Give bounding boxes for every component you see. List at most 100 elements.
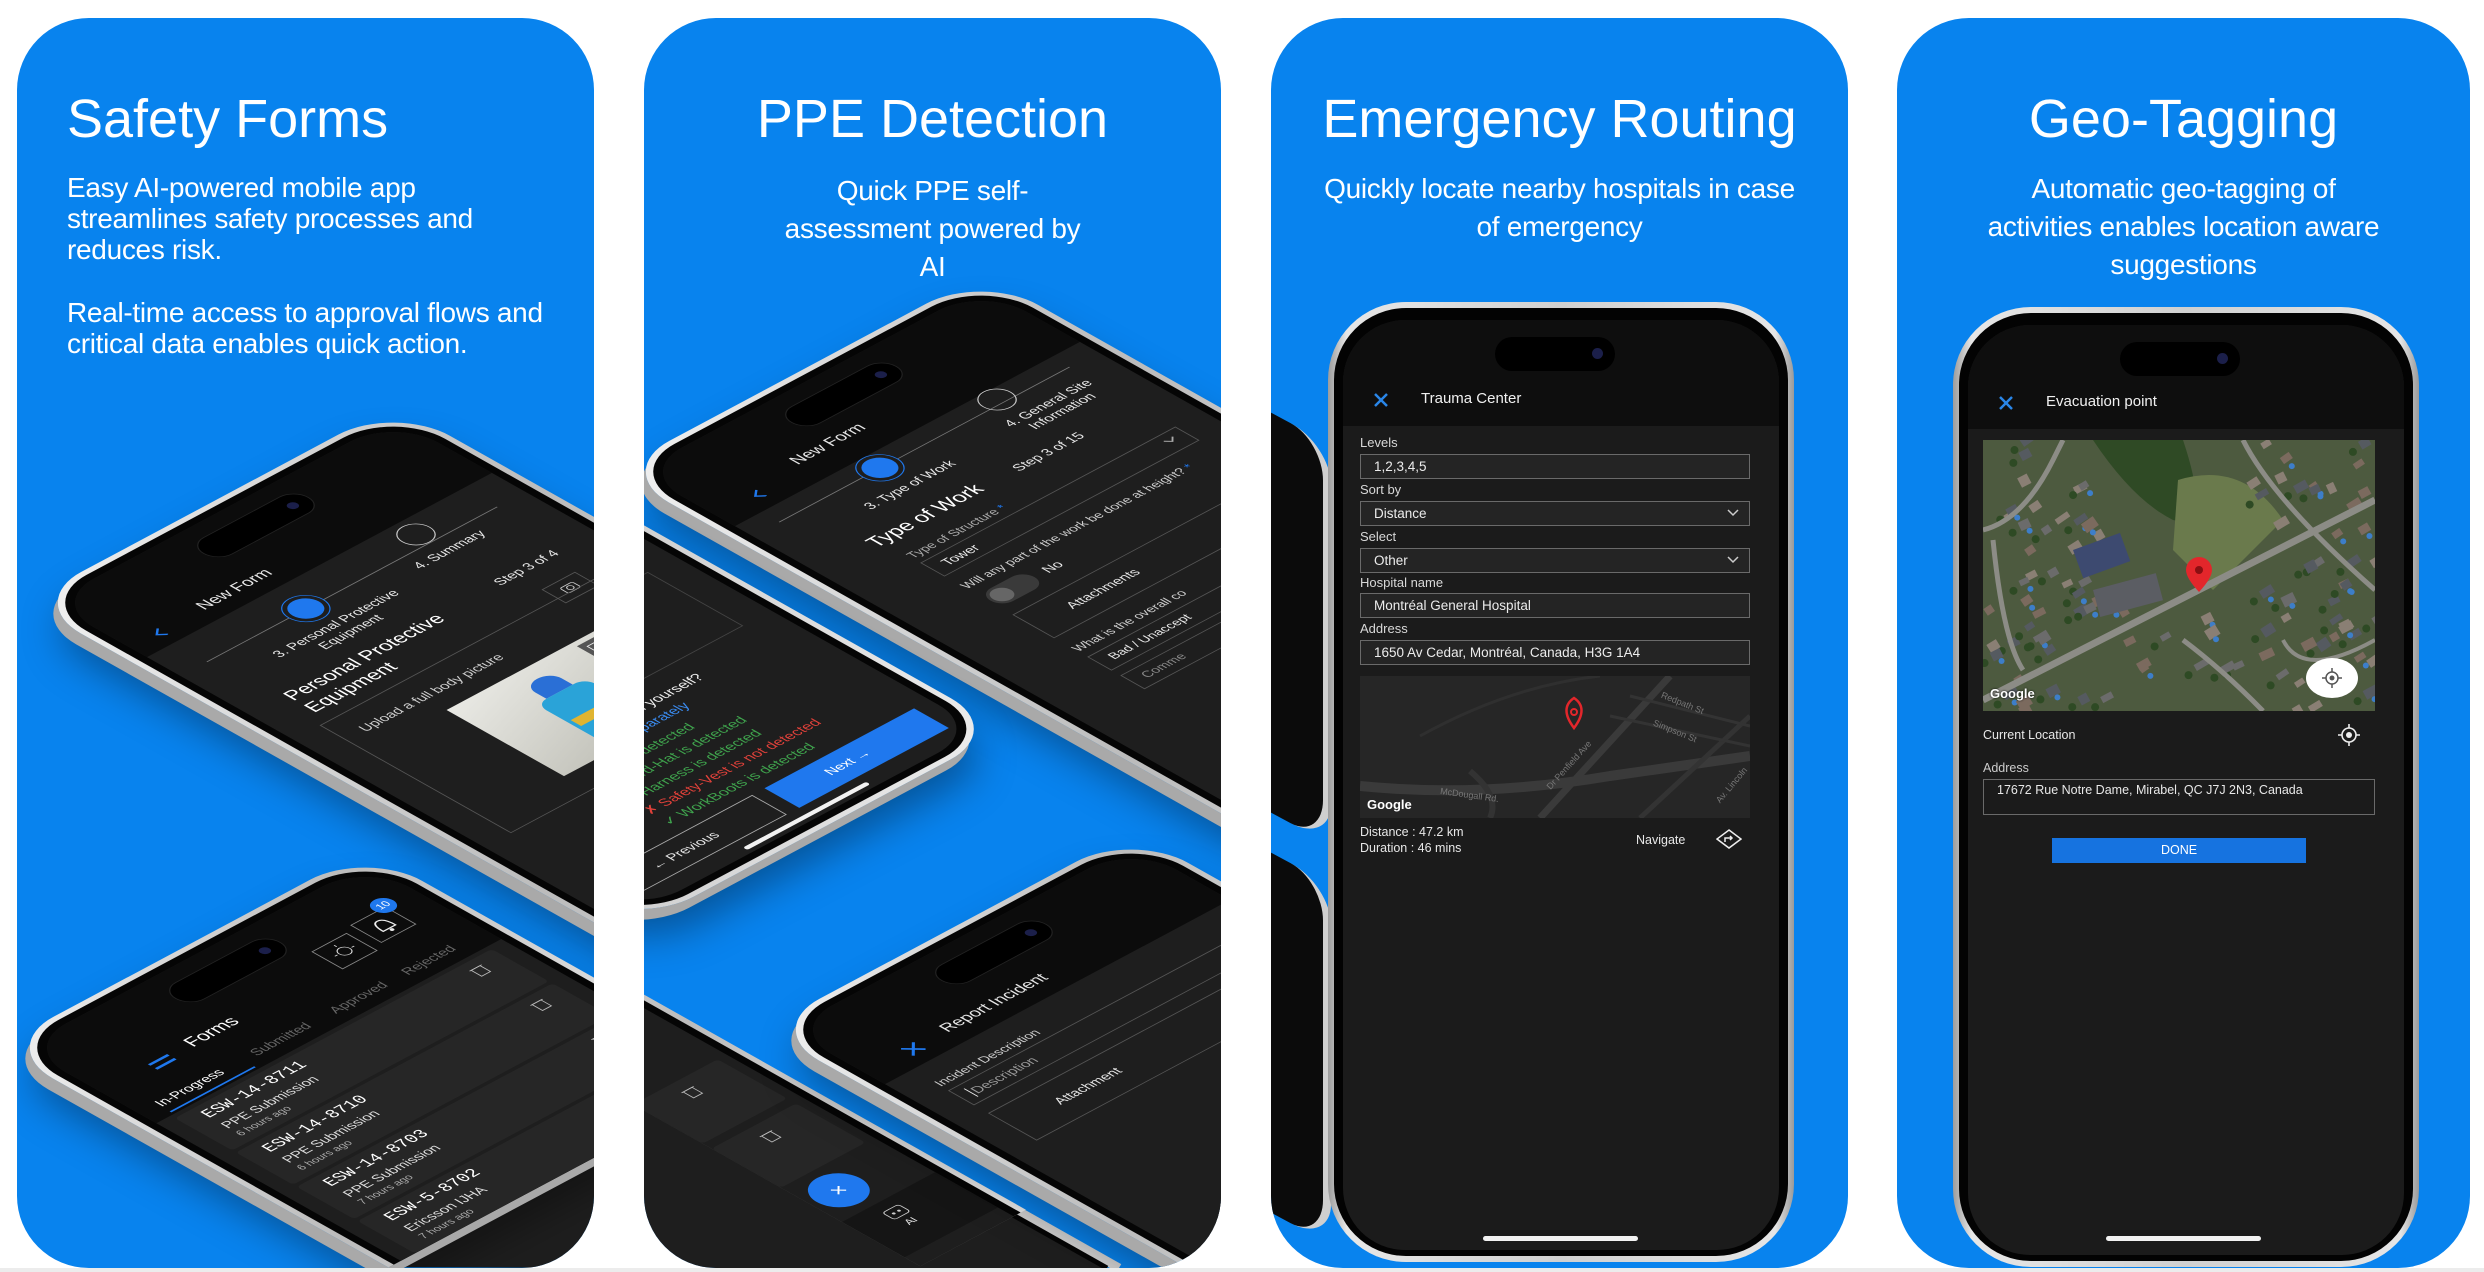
current-location-icon[interactable] xyxy=(2338,724,2360,746)
house-roof xyxy=(2338,619,2355,635)
house-roof xyxy=(2258,647,2276,662)
back-chevron-icon[interactable] xyxy=(147,626,172,639)
tree xyxy=(2091,703,2100,711)
back-chevron-icon[interactable] xyxy=(746,487,771,500)
close-icon[interactable] xyxy=(1373,392,1389,408)
house-roof xyxy=(2329,613,2344,626)
chevron-down-icon xyxy=(1727,509,1739,517)
pool xyxy=(2014,514,2021,521)
google-logo: Google xyxy=(1367,797,1412,812)
phone-type-of-work-form: New Form 3. Type of Work 4. General Site… xyxy=(644,273,1221,913)
house-roof xyxy=(2035,629,2052,646)
camera-button[interactable] xyxy=(541,571,594,604)
panel-subtitle: Automatic geo-tagging of activities enab… xyxy=(1987,173,2380,280)
house-roof xyxy=(2024,544,2037,557)
recenter-map-button[interactable] xyxy=(2306,658,2358,698)
structure-select[interactable]: Tower xyxy=(920,426,1200,577)
road xyxy=(1990,539,2026,672)
panel-safety-forms: Safety Forms Easy AI-powered mobile app … xyxy=(17,18,594,1268)
panel-subtitle: Quickly locate nearby hospitals in case … xyxy=(1324,173,1795,242)
pool xyxy=(2347,632,2354,639)
pool xyxy=(2080,598,2087,605)
form-list-item[interactable]: ESW-14-8703 PPE Submission 7 hours ago xyxy=(296,1017,594,1220)
house-roof xyxy=(2260,440,2272,450)
select-field[interactable]: Distance xyxy=(1360,501,1750,526)
pool xyxy=(2371,696,2375,703)
address-input[interactable]: 17672 Rue Notre Dame, Mirabel, QC J7J 2N… xyxy=(1983,779,2375,815)
tree xyxy=(2026,642,2035,651)
field-label: Select xyxy=(1360,529,1397,544)
house-roof xyxy=(2292,479,2310,494)
field-label: Levels xyxy=(1360,435,1398,450)
house-roof xyxy=(2246,476,2262,490)
house-roof xyxy=(2077,692,2091,706)
delete-photo-icon[interactable] xyxy=(576,635,594,658)
satellite-map[interactable]: Google xyxy=(1983,440,2375,711)
close-icon[interactable] xyxy=(1998,395,2014,411)
tree xyxy=(2009,458,2018,467)
route-map[interactable]: Redpath St Simpson St Dr Penfield Ave Mc… xyxy=(1360,676,1750,818)
pool xyxy=(2288,463,2295,470)
field-label: Address xyxy=(1360,621,1408,636)
map-pin-icon xyxy=(1565,696,1583,731)
tree xyxy=(2249,597,2258,606)
house-roof xyxy=(2018,576,2030,587)
pool xyxy=(2212,636,2219,643)
notifications-button[interactable]: 10 xyxy=(350,894,417,943)
chevron-down-icon xyxy=(1727,556,1739,564)
pool xyxy=(2348,588,2355,595)
map-pin-icon xyxy=(2186,557,2212,592)
navigate-button[interactable]: Navigate xyxy=(1636,833,1686,847)
house-roof xyxy=(2018,447,2033,462)
select-field[interactable]: Other xyxy=(1360,548,1750,573)
done-button[interactable]: DONE xyxy=(2052,838,2306,863)
tree xyxy=(2015,632,2024,641)
tree xyxy=(2008,528,2017,537)
house-roof xyxy=(2123,635,2137,647)
current-location-label: Current Location xyxy=(1983,728,2076,742)
house-roof xyxy=(2352,458,2365,470)
panel-title: Safety Forms xyxy=(67,89,389,149)
text-field[interactable]: Montréal General Hospital xyxy=(1360,593,1750,618)
forms-list-screen: Forms 10 In-Progress Submitted Approved … xyxy=(21,863,594,1261)
form-list-item[interactable]: ESW-14-8711 PPE Submission 6 hours ago xyxy=(174,948,549,1151)
panel-description-1: Easy AI-powered mobile app streamlines s… xyxy=(67,172,473,265)
house-roof xyxy=(2024,621,2036,632)
house-roof xyxy=(2071,586,2086,599)
tree xyxy=(2294,570,2303,579)
dynamic-island xyxy=(2120,342,2240,376)
trash-icon[interactable] xyxy=(528,998,554,1012)
house-roof xyxy=(2366,653,2375,668)
house-roof xyxy=(2293,677,2306,688)
trash-icon[interactable] xyxy=(589,1032,594,1046)
trash-icon[interactable] xyxy=(757,1129,783,1143)
house-roof xyxy=(2357,486,2372,499)
panel-title: Geo-Tagging xyxy=(2028,89,2339,149)
distance-text: Distance : 47.2 km xyxy=(1360,825,1464,839)
tree xyxy=(2330,589,2339,598)
close-icon[interactable] xyxy=(898,1040,930,1057)
house-roof xyxy=(2258,584,2276,599)
menu-icon[interactable] xyxy=(146,1053,179,1071)
house-roof xyxy=(2061,578,2074,589)
house-roof xyxy=(2280,612,2292,624)
house-roof xyxy=(2015,694,2033,711)
house-roof xyxy=(1983,604,1995,616)
page-bottom-divider xyxy=(0,1268,2484,1272)
tree xyxy=(2251,635,2260,644)
weather-alert-button[interactable] xyxy=(311,932,378,970)
chevron-down-icon xyxy=(1163,436,1174,442)
tennis-courts xyxy=(2073,532,2131,579)
text-field[interactable]: 1650 Av Cedar, Montréal, Canada, H3G 1A4 xyxy=(1360,640,1750,665)
structure-value: Tower xyxy=(936,542,984,568)
text-field[interactable]: 1,2,3,4,5 xyxy=(1360,454,1750,479)
main-road xyxy=(1983,496,2375,704)
house-roof xyxy=(2159,631,2172,642)
navigate-icon[interactable] xyxy=(1716,829,1742,849)
form-list-item[interactable]: ESW-14-8710 PPE Submission 6 hours ago xyxy=(235,983,594,1185)
trash-icon[interactable] xyxy=(679,1085,705,1099)
road xyxy=(2240,440,2375,592)
house-roof xyxy=(2020,593,2034,607)
trash-icon[interactable] xyxy=(467,963,493,977)
